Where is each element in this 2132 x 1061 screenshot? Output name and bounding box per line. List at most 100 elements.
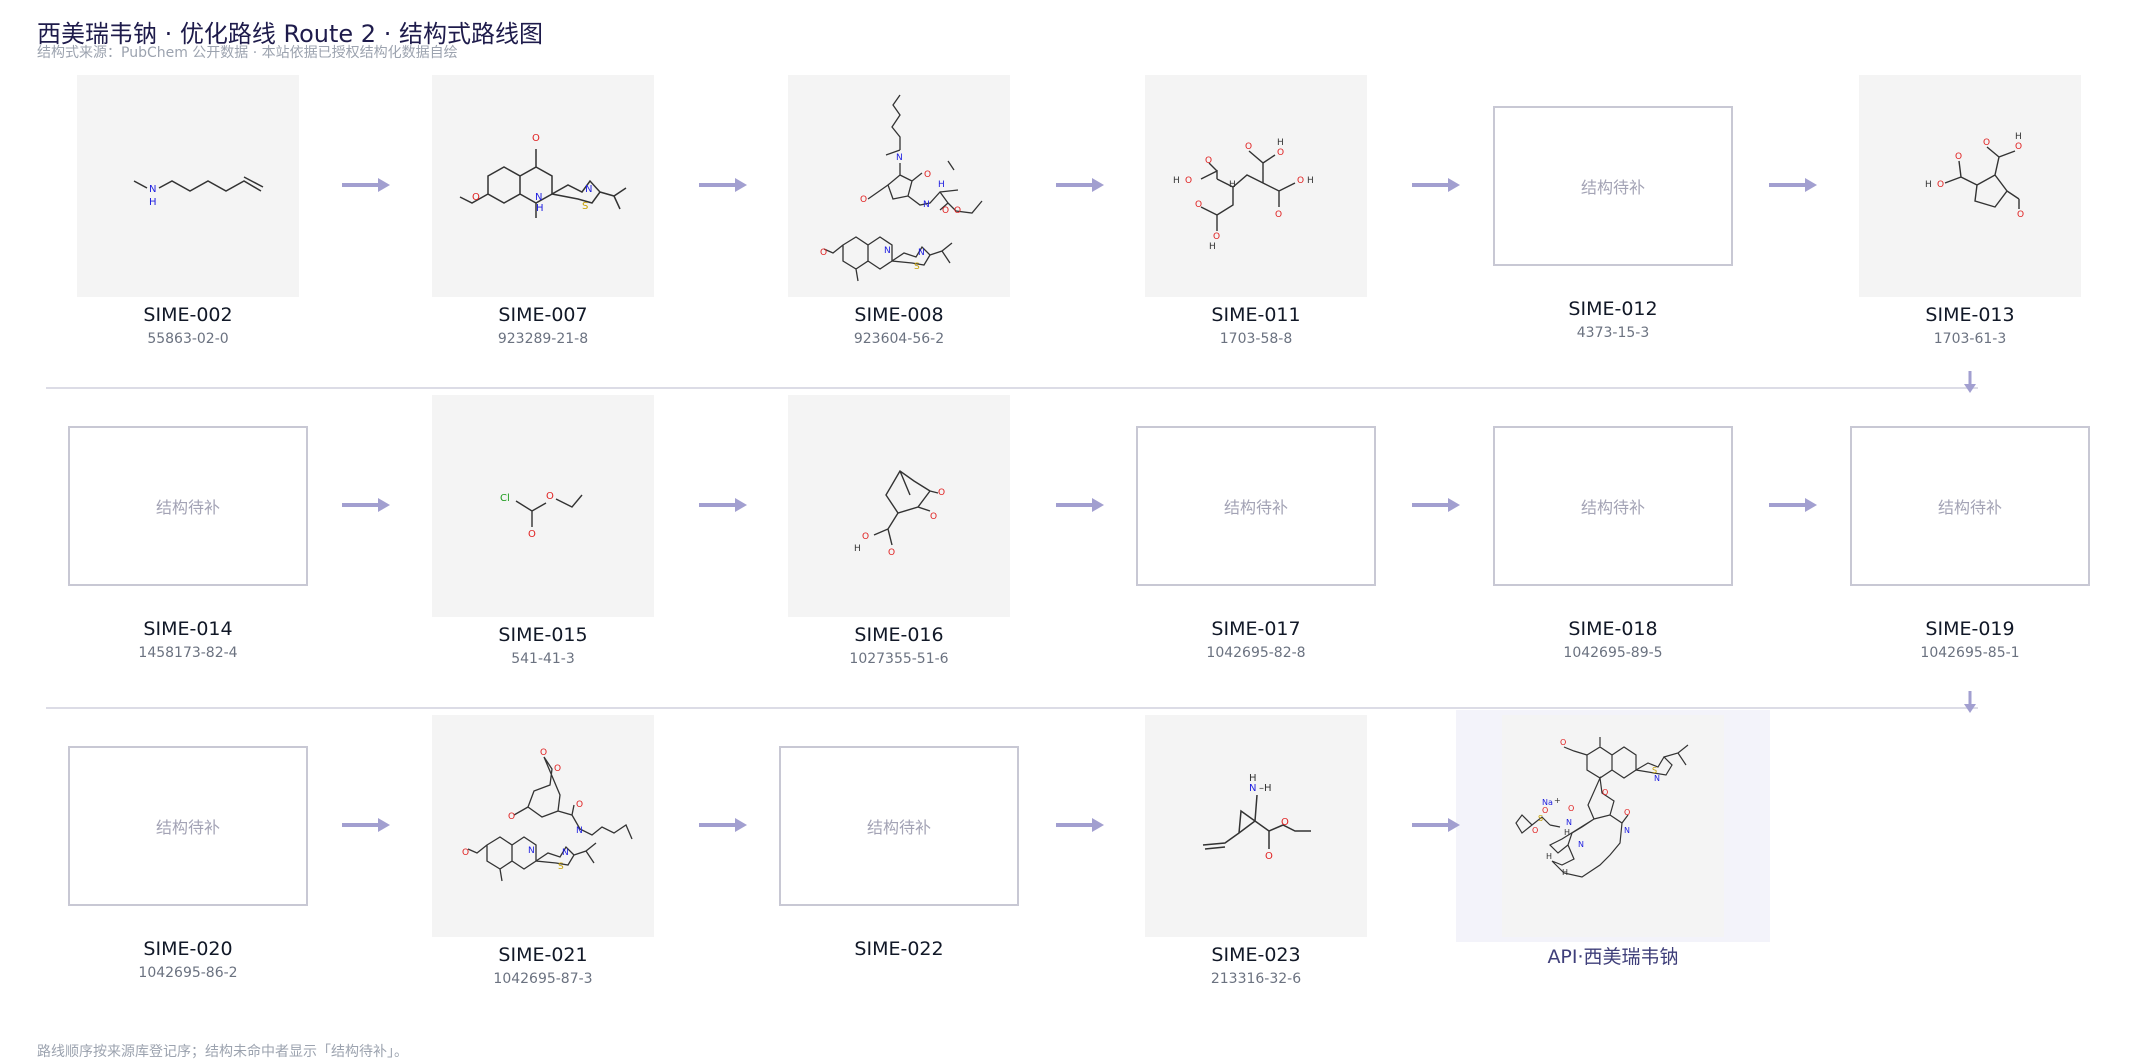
svg-text:O: O (1245, 142, 1252, 152)
svg-text:O: O (1297, 176, 1304, 186)
node-id: SIME-022 (749, 937, 1049, 961)
svg-text:–H: –H (1259, 783, 1272, 794)
svg-text:N: N (562, 848, 569, 858)
arrow-right-icon (1054, 495, 1106, 515)
node-sime-016[interactable]: OOO O H SIME-016 1027355-51-6 (749, 395, 1049, 669)
arrow-right-icon (340, 815, 392, 835)
structure-placeholder: 结构待补 (1493, 426, 1733, 586)
node-cas: 1703-61-3 (1820, 329, 2120, 349)
arrow-right-icon (1767, 175, 1819, 195)
node-sime-013[interactable]: OOO OO HH SIME-013 1703-61-3 (1820, 75, 2120, 349)
svg-text:N: N (1654, 774, 1660, 783)
svg-text:O: O (528, 529, 536, 540)
svg-text:H: H (938, 180, 945, 190)
arrow-right-icon (1410, 495, 1462, 515)
svg-text:N: N (923, 200, 930, 210)
svg-text:O: O (820, 248, 827, 258)
structure-image: N–H HO O (1145, 715, 1367, 937)
node-sime-002[interactable]: NH SIME-002 55863-02-0 (38, 75, 338, 349)
svg-text:N: N (585, 184, 592, 195)
svg-text:H: H (1546, 852, 1552, 861)
node-id: SIME-002 (38, 303, 338, 327)
node-cas: 1042695-89-5 (1463, 643, 1763, 663)
node-sime-015[interactable]: ClO O SIME-015 541-41-3 (393, 395, 693, 669)
node-sime-012[interactable]: 结构待补 SIME-012 4373-15-3 (1463, 75, 1763, 343)
node-id: SIME-014 (38, 617, 338, 641)
node-cas: 1042695-87-3 (393, 969, 693, 989)
svg-text:O: O (1195, 200, 1202, 210)
svg-text:O: O (2015, 142, 2022, 152)
svg-text:O: O (472, 192, 480, 203)
node-id: SIME-016 (749, 623, 1049, 647)
node-sime-022[interactable]: 结构待补 SIME-022 (749, 715, 1049, 961)
svg-text:O: O (1955, 152, 1962, 162)
arrow-right-icon (1410, 175, 1462, 195)
structure-placeholder: 结构待补 (68, 426, 308, 586)
node-sime-023[interactable]: N–H HO O SIME-023 213316-32-6 (1106, 715, 1406, 989)
node-id: SIME-008 (749, 303, 1049, 327)
svg-text:N: N (918, 248, 925, 258)
node-sime-017[interactable]: 结构待补 SIME-017 1042695-82-8 (1106, 395, 1406, 663)
node-sime-019[interactable]: 结构待补 SIME-019 1042695-85-1 (1820, 395, 2120, 663)
node-id: SIME-012 (1463, 297, 1763, 321)
node-cas: 1458173-82-4 (38, 643, 338, 663)
node-sime-008[interactable]: NO NH OO ON NS O SIME-008 923604-56-2 (749, 75, 1049, 349)
svg-text:O: O (860, 195, 867, 205)
structure-image: OO ON ON NS O (432, 715, 654, 937)
svg-text:O: O (546, 491, 554, 502)
footer-note: 路线顺序按来源库登记序；结构未命中者显示「结构待补」。 (37, 1041, 408, 1061)
svg-text:H: H (854, 544, 861, 554)
svg-text:N: N (1624, 826, 1630, 835)
svg-text:N: N (1566, 818, 1572, 827)
svg-text:O: O (924, 170, 931, 180)
svg-text:O: O (554, 764, 561, 774)
svg-text:O: O (1624, 808, 1630, 817)
structure-image: OO NH NS (432, 75, 654, 297)
arrow-right-icon (1054, 175, 1106, 195)
svg-text:O: O (1205, 156, 1212, 166)
node-api[interactable]: OO NS ON ON Na+ SO ON HH H API·西美瑞韦钠 (1456, 715, 1770, 969)
row-divider (46, 387, 1978, 389)
node-id: SIME-023 (1106, 943, 1406, 967)
svg-text:O: O (1983, 138, 1990, 148)
node-sime-014[interactable]: 结构待补 SIME-014 1458173-82-4 (38, 395, 338, 663)
svg-text:O: O (1602, 788, 1608, 797)
node-id: SIME-021 (393, 943, 693, 967)
node-cas: 1042695-85-1 (1820, 643, 2120, 663)
node-cas: 213316-32-6 (1106, 969, 1406, 989)
node-sime-011[interactable]: OOO OOO OO HHHH H SIME-011 1703-58-8 (1106, 75, 1406, 349)
arrow-right-icon (340, 495, 392, 515)
svg-text:O: O (862, 532, 869, 542)
structure-image: ClO O (432, 395, 654, 617)
svg-text:N: N (896, 153, 903, 163)
node-id: SIME-013 (1820, 303, 2120, 327)
svg-text:O: O (930, 512, 937, 522)
svg-text:H: H (1249, 773, 1257, 784)
svg-text:H: H (1277, 138, 1284, 148)
structure-placeholder: 结构待补 (1850, 426, 2090, 586)
node-cas: 1042695-82-8 (1106, 643, 1406, 663)
svg-text:O: O (1275, 210, 1282, 220)
structure-image: OOO O H (788, 395, 1010, 617)
svg-text:O: O (1185, 176, 1192, 186)
node-cas: 923289-21-8 (393, 329, 693, 349)
structure-placeholder: 结构待补 (779, 746, 1019, 906)
node-cas: 1703-58-8 (1106, 329, 1406, 349)
node-sime-020[interactable]: 结构待补 SIME-020 1042695-86-2 (38, 715, 338, 983)
arrow-right-icon (697, 495, 749, 515)
node-id: SIME-018 (1463, 617, 1763, 641)
svg-text:N: N (884, 246, 891, 256)
structure-placeholder: 结构待补 (1136, 426, 1376, 586)
svg-text:S: S (558, 862, 564, 872)
svg-text:O: O (2017, 210, 2024, 220)
svg-text:O: O (942, 206, 949, 216)
svg-text:O: O (462, 848, 469, 858)
api-label: API·西美瑞韦钠 (1456, 945, 1770, 969)
node-sime-018[interactable]: 结构待补 SIME-018 1042695-89-5 (1463, 395, 1763, 663)
arrow-down-icon (1960, 369, 1980, 395)
svg-text:O: O (954, 206, 961, 216)
svg-text:S: S (1538, 814, 1543, 823)
node-sime-007[interactable]: OO NH NS SIME-007 923289-21-8 (393, 75, 693, 349)
structure-placeholder: 结构待补 (1493, 106, 1733, 266)
node-sime-021[interactable]: OO ON ON NS O SIME-021 1042695-87-3 (393, 715, 693, 989)
